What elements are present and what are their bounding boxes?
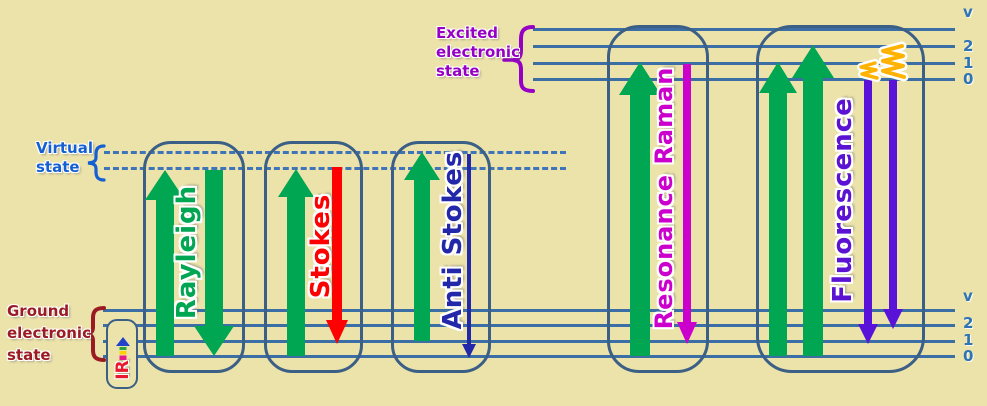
ir-arrow-segment-magenta — [119, 355, 127, 360]
virtual-state-label: Virtual state — [36, 139, 93, 176]
excited-state-label: Excited electronic state — [436, 24, 520, 80]
excited-level-line-2 — [533, 45, 955, 48]
resonance-raman-up-arrow — [619, 62, 661, 356]
excited-level-label-2: 2 — [963, 37, 974, 55]
rayleigh-group-box — [143, 141, 245, 373]
fluorescence-group-box — [756, 25, 925, 373]
ground-level-line-2 — [103, 324, 955, 327]
ground-level-label-1: 1 — [963, 331, 974, 349]
stokes-group-box — [264, 141, 363, 373]
ir-label: IR — [113, 360, 133, 380]
fluorescence-up-arrow-2 — [792, 45, 834, 356]
stokes-up-arrow — [278, 169, 314, 356]
ir-box: IR — [106, 319, 138, 389]
fluorescence-label: Fluorescence — [828, 97, 858, 303]
ground-level-line-1 — [103, 340, 955, 343]
ground-level-label-0: 0 — [963, 347, 974, 365]
fluorescence-down-arrow-1 — [858, 80, 878, 344]
rayleigh-label: Rayleigh — [172, 184, 202, 320]
excited-level-line-0 — [533, 78, 955, 81]
ground-level-line-v — [103, 309, 955, 312]
excited-level-label-0: 0 — [963, 70, 974, 88]
fluorescence-down-arrow-2 — [883, 80, 903, 329]
resonance-raman-group-box — [607, 25, 709, 373]
excited-level-label-1: 1 — [963, 54, 974, 72]
ground-state-label: Ground electronic state — [7, 302, 91, 364]
anti-stokes-label: Anti Stokes — [438, 150, 468, 330]
fluorescence-up-arrow-1 — [759, 62, 797, 356]
stokes-down-arrow — [326, 167, 348, 344]
excited-level-line-1 — [533, 62, 955, 65]
excited-level-label-v: v — [963, 3, 973, 21]
relaxation-squiggle-large-icon — [881, 44, 906, 79]
virtual-state-brace — [87, 144, 106, 182]
anti-stokes-group-box — [391, 141, 491, 373]
rayleigh-down-arrow — [194, 170, 234, 356]
rayleigh-up-arrow — [145, 170, 185, 356]
resonance-raman-down-arrow — [677, 64, 697, 344]
ir-arrow-segment-green — [119, 347, 127, 350]
excited-level-line-v — [533, 28, 955, 31]
stokes-label: Stokes — [306, 193, 336, 299]
anti-stokes-up-arrow — [404, 152, 440, 341]
anti-stokes-down-arrow — [462, 154, 476, 358]
ir-arrow-segment-yellow — [119, 351, 127, 355]
ir-arrow-head — [116, 337, 130, 346]
ground-level-label-2: 2 — [963, 314, 974, 332]
ground-level-label-v: v — [963, 287, 973, 305]
relaxation-squiggle-small-icon — [859, 61, 879, 80]
resonance-raman-label: Resonance Raman — [650, 66, 678, 330]
ir-transition-arrow-icon — [116, 337, 130, 360]
ground-level-line-0 — [103, 355, 955, 358]
